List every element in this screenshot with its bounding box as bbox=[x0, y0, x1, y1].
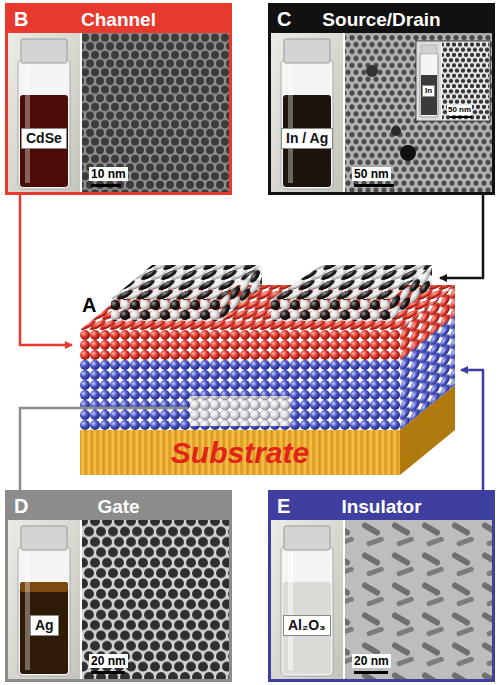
panel-box: EInsulatorAl₂O₃ 20 nm bbox=[268, 490, 495, 682]
panel-header: CSource/Drain bbox=[271, 6, 492, 33]
panel-box: DGateAg 20 nm bbox=[5, 490, 232, 682]
tem-image bbox=[82, 520, 229, 679]
gate-layer bbox=[190, 396, 290, 426]
inset bbox=[416, 41, 490, 121]
panel-title: Gate bbox=[8, 496, 229, 518]
vial-label: In bbox=[422, 85, 435, 97]
vial-glass bbox=[18, 59, 70, 189]
tem-image bbox=[82, 33, 229, 192]
substrate-label: Substrate bbox=[171, 436, 309, 470]
vial-text: CdSe bbox=[26, 130, 62, 146]
panel-letter: D bbox=[14, 495, 28, 518]
panel-header: EInsulator bbox=[271, 493, 492, 520]
panel-box: CSource/Drain In / Ag In 50 nm 50 nm bbox=[268, 3, 495, 195]
vial-highlight bbox=[288, 65, 293, 183]
inset-vial-liquid bbox=[421, 75, 437, 115]
leader-line bbox=[20, 195, 72, 345]
panel-title: Insulator bbox=[271, 496, 492, 518]
panel-title: Channel bbox=[8, 9, 229, 31]
vial-photo bbox=[8, 520, 80, 679]
vial-text: In / Ag bbox=[286, 130, 328, 146]
scale-bar bbox=[91, 184, 121, 187]
particle bbox=[366, 65, 378, 77]
vial-label: Al₂O₃ bbox=[283, 615, 331, 636]
vial-glass bbox=[18, 546, 70, 676]
panel-art bbox=[271, 33, 492, 192]
vial-highlight bbox=[288, 552, 293, 670]
particle bbox=[400, 145, 416, 161]
vial-text: Ag bbox=[35, 617, 54, 633]
leader-line bbox=[461, 370, 483, 490]
panel-letter: B bbox=[14, 8, 28, 31]
vial-highlight bbox=[25, 552, 30, 670]
scale-label: 50 nm bbox=[352, 167, 391, 181]
vial-glass bbox=[281, 546, 333, 676]
vial-photo bbox=[271, 520, 343, 679]
scale-bar bbox=[91, 671, 125, 674]
source-front bbox=[111, 299, 221, 321]
vial-label: Ag bbox=[30, 615, 59, 636]
vial-label: CdSe bbox=[21, 128, 67, 149]
scale-bar bbox=[450, 116, 472, 118]
inset-vial-glass bbox=[420, 53, 438, 117]
scale-bar bbox=[354, 671, 388, 674]
substrate-band: Substrate bbox=[80, 430, 400, 475]
scale-label: 20 nm bbox=[89, 654, 128, 668]
vial-cap bbox=[21, 526, 67, 550]
vial-label: In / Ag bbox=[281, 128, 333, 149]
insulator-front bbox=[80, 360, 400, 430]
panel-art bbox=[8, 520, 229, 679]
source-top bbox=[111, 265, 262, 299]
scale-label: 10 nm bbox=[89, 167, 128, 181]
channel-front bbox=[80, 330, 400, 360]
drain-front bbox=[271, 299, 391, 321]
vial-cap bbox=[284, 39, 330, 63]
vial-photo bbox=[271, 33, 343, 192]
scale-label: 20 nm bbox=[352, 654, 391, 668]
vial-cap bbox=[21, 39, 67, 63]
drain-top bbox=[271, 265, 432, 299]
vial-cap bbox=[284, 526, 330, 550]
tem-image bbox=[345, 520, 492, 679]
panel-header: DGate bbox=[8, 493, 229, 520]
particle bbox=[391, 126, 401, 136]
device-stack bbox=[80, 265, 455, 475]
vial-text: Al₂O₃ bbox=[288, 617, 326, 633]
inset-tem bbox=[442, 42, 489, 120]
scale-bar bbox=[354, 184, 394, 187]
panel-label: A bbox=[82, 294, 96, 316]
vial-highlight bbox=[25, 65, 30, 183]
panel-art bbox=[8, 33, 229, 192]
vial-text: In bbox=[425, 86, 432, 95]
tem-image bbox=[345, 33, 492, 192]
panel-letter: C bbox=[277, 8, 291, 31]
panel-header: BChannel bbox=[8, 6, 229, 33]
leader-line bbox=[440, 195, 483, 278]
panel-box: BChannelCdSe 10 nm bbox=[5, 3, 232, 195]
panel-art bbox=[271, 520, 492, 679]
vial-photo bbox=[8, 33, 80, 192]
scale-label: 50 nm bbox=[447, 105, 472, 115]
panel-letter: E bbox=[277, 495, 290, 518]
vial-glass bbox=[281, 59, 333, 189]
inset-vial-cap bbox=[421, 45, 437, 54]
inset-vial-photo bbox=[417, 42, 441, 120]
panel-title: Source/Drain bbox=[271, 9, 492, 31]
